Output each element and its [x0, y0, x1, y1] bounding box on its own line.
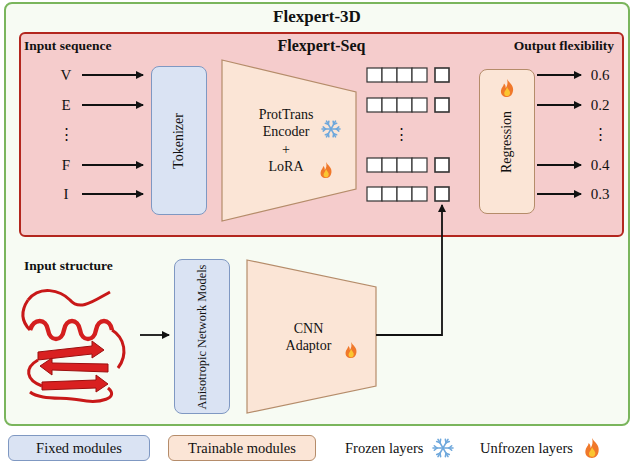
- input-arrows: [82, 75, 143, 194]
- legend-text: Trainable modules: [188, 440, 296, 457]
- module-label: ProtTrans Encoder + LoRA: [221, 106, 351, 176]
- frozen-icon: [321, 119, 341, 143]
- module-label: Regression: [499, 110, 515, 172]
- unfrozen-icon: [317, 161, 335, 183]
- outer-frame: Flexpert-3D Flexpert-SeqTokenizerProtTran…: [4, 2, 630, 426]
- sequence-panel: Flexpert-SeqTokenizerProtTrans Encoder +…: [19, 32, 624, 237]
- unfrozen-icon: [342, 341, 360, 363]
- panel-title: Flexpert-3D: [6, 7, 628, 27]
- trapezoid-outline: [221, 59, 357, 222]
- legend-text: Unfrozen layers: [480, 440, 573, 457]
- residue-letter: F: [62, 157, 70, 174]
- residue-letter: I: [64, 186, 69, 203]
- residue-letter: E: [61, 97, 70, 114]
- output-arrows: [537, 75, 581, 194]
- flexibility-value: 0.3: [591, 186, 610, 203]
- ellipsis: ⋮: [593, 125, 608, 143]
- frozen-icon: [432, 437, 454, 463]
- cnn-adaptor-trapezoid: CNN Adaptor: [246, 259, 377, 414]
- flexibility-value: 0.4: [591, 157, 610, 174]
- legend-text: Fixed modules: [36, 440, 122, 457]
- section-heading: Input sequence: [24, 38, 111, 54]
- module-label: Tokenizer: [171, 113, 187, 169]
- tokenizer-box: Tokenizer: [151, 66, 207, 215]
- ellipsis: ⋮: [394, 125, 409, 143]
- ellipsis: ⋮: [59, 125, 74, 143]
- unfrozen-icon: [581, 437, 603, 463]
- regression-box: Regression: [479, 69, 535, 214]
- legend-swatch: Trainable modules: [168, 435, 316, 461]
- embedding-vectors: [367, 68, 449, 201]
- trapezoid-outline: [246, 259, 377, 414]
- protein-illustration: [23, 291, 124, 402]
- flexibility-value: 0.6: [591, 67, 610, 84]
- structure-arrows: [140, 205, 442, 335]
- section-heading: Output flexibility: [514, 38, 614, 54]
- unfrozen-icon: [497, 78, 517, 102]
- section-heading: Input structure: [24, 258, 113, 274]
- anm-box: Anisotropic Network Models: [174, 259, 230, 414]
- legend-text: Frozen layers: [345, 440, 424, 457]
- residue-letter: V: [61, 67, 72, 84]
- legend-swatch: Fixed modules: [8, 435, 150, 461]
- module-label: Anisotropic Network Models: [195, 264, 210, 409]
- encoder-trapezoid: ProtTrans Encoder + LoRA: [221, 59, 357, 222]
- flexibility-value: 0.2: [591, 97, 610, 114]
